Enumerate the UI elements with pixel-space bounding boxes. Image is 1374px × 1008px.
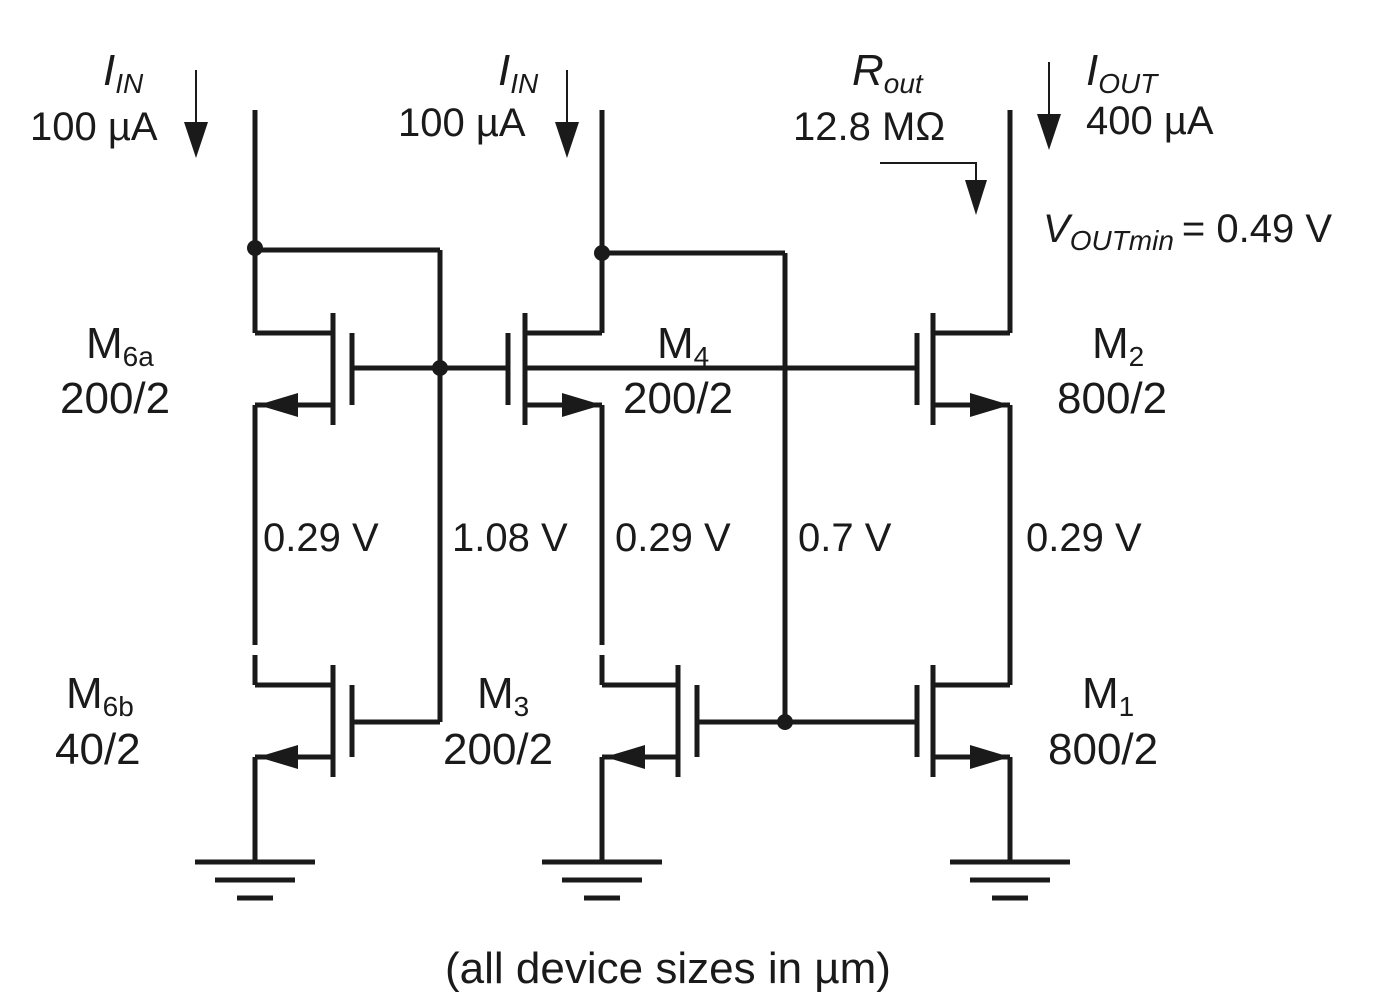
m2-size: 800/2	[1057, 374, 1167, 423]
junction-dot	[777, 714, 793, 730]
ground-symbol-right	[950, 859, 1070, 901]
footnote: (all device sizes in µm)	[445, 944, 891, 993]
transistor-m4	[505, 313, 602, 425]
m4-name: M4	[657, 319, 709, 372]
m6b-size: 40/2	[55, 725, 141, 774]
junction-dots	[247, 240, 793, 730]
current-arrow-iin1	[184, 70, 208, 158]
transistor-m2	[914, 313, 1010, 425]
transistor-m1	[914, 665, 1010, 777]
transistor-m6a	[258, 313, 355, 425]
rout-value: 12.8 MΩ	[793, 105, 945, 149]
rout-pointer-arrow	[880, 162, 987, 215]
m1-name: M1	[1082, 669, 1134, 722]
voltage-label-right: 0.29 V	[1026, 516, 1142, 560]
junction-dot	[247, 240, 263, 256]
voltage-label-bias1: 1.08 V	[452, 516, 568, 560]
iin1-label: IIN	[103, 46, 144, 99]
rout-label: Rout	[852, 46, 924, 99]
iin2-label: IIN	[498, 46, 539, 99]
m3-name: M3	[477, 669, 529, 722]
ground-symbol-left	[195, 859, 315, 901]
ground-symbol-middle	[542, 859, 662, 901]
voltage-label-middle: 0.29 V	[615, 516, 731, 560]
iin1-value: 100 µA	[30, 105, 158, 149]
m4-size: 200/2	[623, 374, 733, 423]
m3-size: 200/2	[443, 725, 553, 774]
iin2-value: 100 µA	[398, 101, 526, 145]
m6b-name: M6b	[66, 669, 134, 722]
voutmin-label: VOUTmin= 0.49 V	[1043, 207, 1332, 256]
voltage-label-bias2: 0.7 V	[798, 516, 892, 560]
m6a-name: M6a	[86, 319, 154, 372]
junction-dot	[432, 360, 448, 376]
voltage-label-left: 0.29 V	[263, 516, 379, 560]
junction-dot	[594, 245, 610, 261]
current-arrow-iin2	[555, 70, 579, 158]
iout-label: IOUT	[1086, 46, 1159, 99]
m2-name: M2	[1092, 319, 1144, 372]
iout-value: 400 µA	[1086, 99, 1214, 143]
m1-size: 800/2	[1048, 725, 1158, 774]
transistor-m6b	[258, 665, 355, 777]
current-arrow-iout	[1037, 62, 1061, 150]
transistor-m3	[605, 665, 700, 777]
m6a-size: 200/2	[60, 374, 170, 423]
